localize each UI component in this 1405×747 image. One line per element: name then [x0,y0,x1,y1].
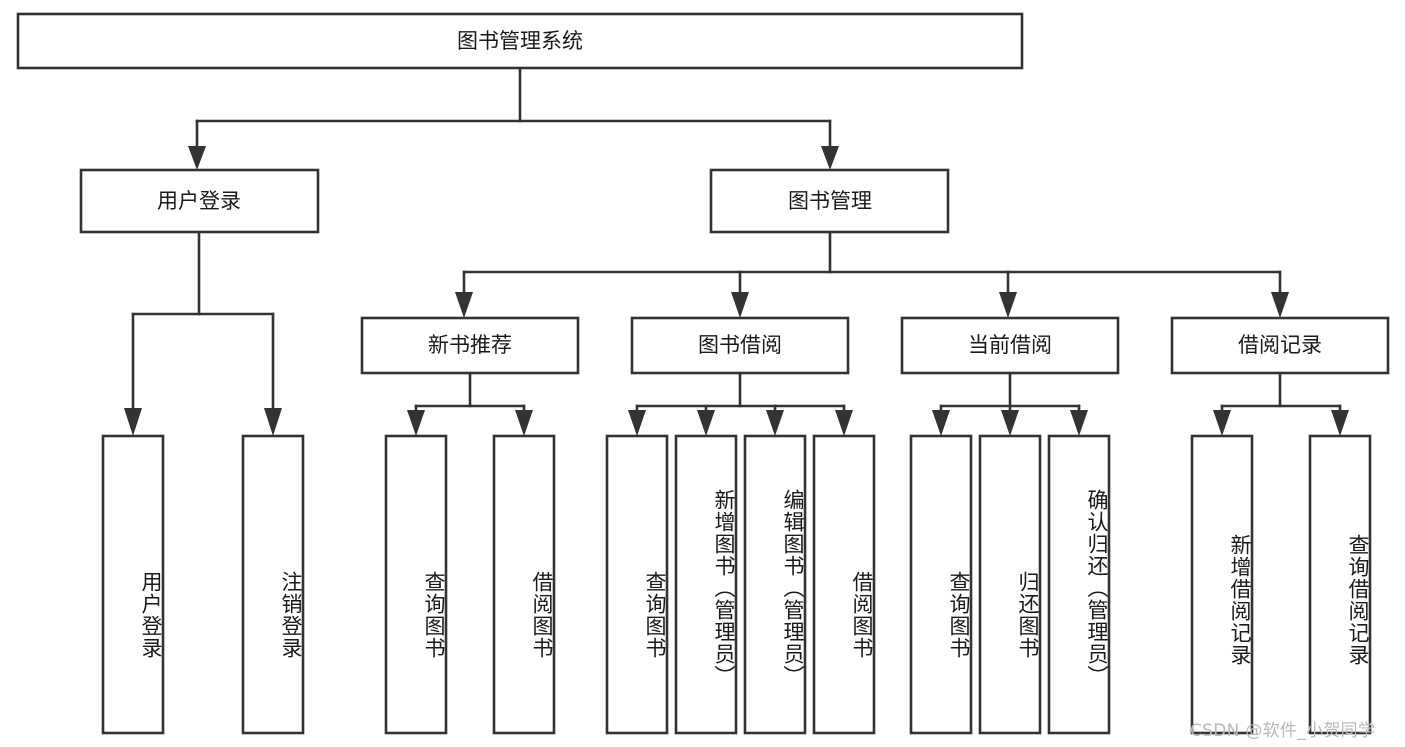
node-current-borrow-label: 当前借阅 [968,333,1052,357]
node-borrow-records-label: 借阅记录 [1238,333,1322,357]
arrow-to-book-borrow [731,292,749,318]
arrow-to-book-manage [821,146,839,170]
arrow-to-borrow-records [1271,292,1289,318]
node-current-borrow-box[interactable] [900,316,1120,375]
arrow-to-leaf-query-record [1331,410,1349,436]
arrow-to-user-login [188,146,206,170]
leaf-box-query-record[interactable] [1308,434,1372,735]
leaf-box-borrow-book-1[interactable] [492,434,556,735]
arrow-to-leaf-borrow-book-1 [515,410,533,436]
node-user-login-box[interactable] [79,168,320,234]
node-new-book[interactable]: 新书推荐 [360,316,580,375]
node-book-borrow-box[interactable] [630,316,850,375]
arrow-to-new-book [455,292,473,318]
arrow-to-leaf-logout [264,408,282,436]
node-borrow-records-box[interactable] [1170,316,1390,375]
node-book-borrow[interactable]: 图书借阅 [630,316,850,375]
arrow-to-leaf-user-login [124,408,142,436]
connectors-borrow-records-to-leaves [1213,371,1349,436]
leaf-box-query-book-2[interactable] [605,434,669,735]
node-new-book-label: 新书推荐 [428,333,512,357]
arrow-to-leaf-borrow-book-2 [835,410,853,436]
arrow-to-leaf-edit-book [766,410,784,436]
connectors-book-borrow-to-leaves [628,371,853,436]
node-book-manage-box[interactable] [709,168,950,234]
arrow-to-leaf-query-book-1 [407,410,425,436]
node-book-manage[interactable]: 图书管理 [709,168,950,234]
leaf-box-query-book-3[interactable] [909,434,973,735]
leaf-box-return-book[interactable] [978,434,1042,735]
arrow-to-leaf-query-book-2 [628,410,646,436]
node-root[interactable]: 图书管理系统 [16,12,1024,70]
node-user-login[interactable]: 用户登录 [79,168,320,234]
arrow-to-leaf-return-book [1001,410,1019,436]
arrow-to-leaf-query-book-3 [932,410,950,436]
leaf-box-query-book-1[interactable] [384,434,448,735]
arrow-to-leaf-add-book [697,410,715,436]
connectors-current-borrow-to-leaves [932,371,1088,436]
leaf-box-edit-book[interactable] [743,434,807,735]
arrow-to-leaf-confirm-return [1070,410,1088,436]
node-root-label: 图书管理系统 [457,29,583,53]
watermark-text: CSDN @软件_小贺同学 [1190,721,1376,741]
node-root-box[interactable] [16,12,1024,70]
node-user-login-label: 用户登录 [157,189,241,213]
leaf-box-add-book[interactable] [674,434,738,735]
node-new-book-box[interactable] [360,316,580,375]
leaf-box-add-record[interactable] [1190,434,1254,735]
leaf-box-borrow-book-2[interactable] [812,434,876,735]
leaf-box-user-login[interactable] [101,434,165,735]
node-borrow-records[interactable]: 借阅记录 [1170,316,1390,375]
node-current-borrow[interactable]: 当前借阅 [900,316,1120,375]
node-book-borrow-label: 图书借阅 [698,333,782,357]
node-book-manage-label: 图书管理 [788,189,872,213]
connectors-new-book-to-leaves [407,371,533,436]
connectors-book-manage-to-level3 [455,230,1289,318]
connectors-root-to-level2 [188,66,839,170]
leaf-box-logout[interactable] [241,434,305,735]
leaf-box-confirm-return[interactable] [1047,434,1111,735]
arrow-to-leaf-add-record [1213,410,1231,436]
arrow-to-current-borrow [999,292,1017,318]
connectors-user-login-to-leaves [124,230,282,436]
